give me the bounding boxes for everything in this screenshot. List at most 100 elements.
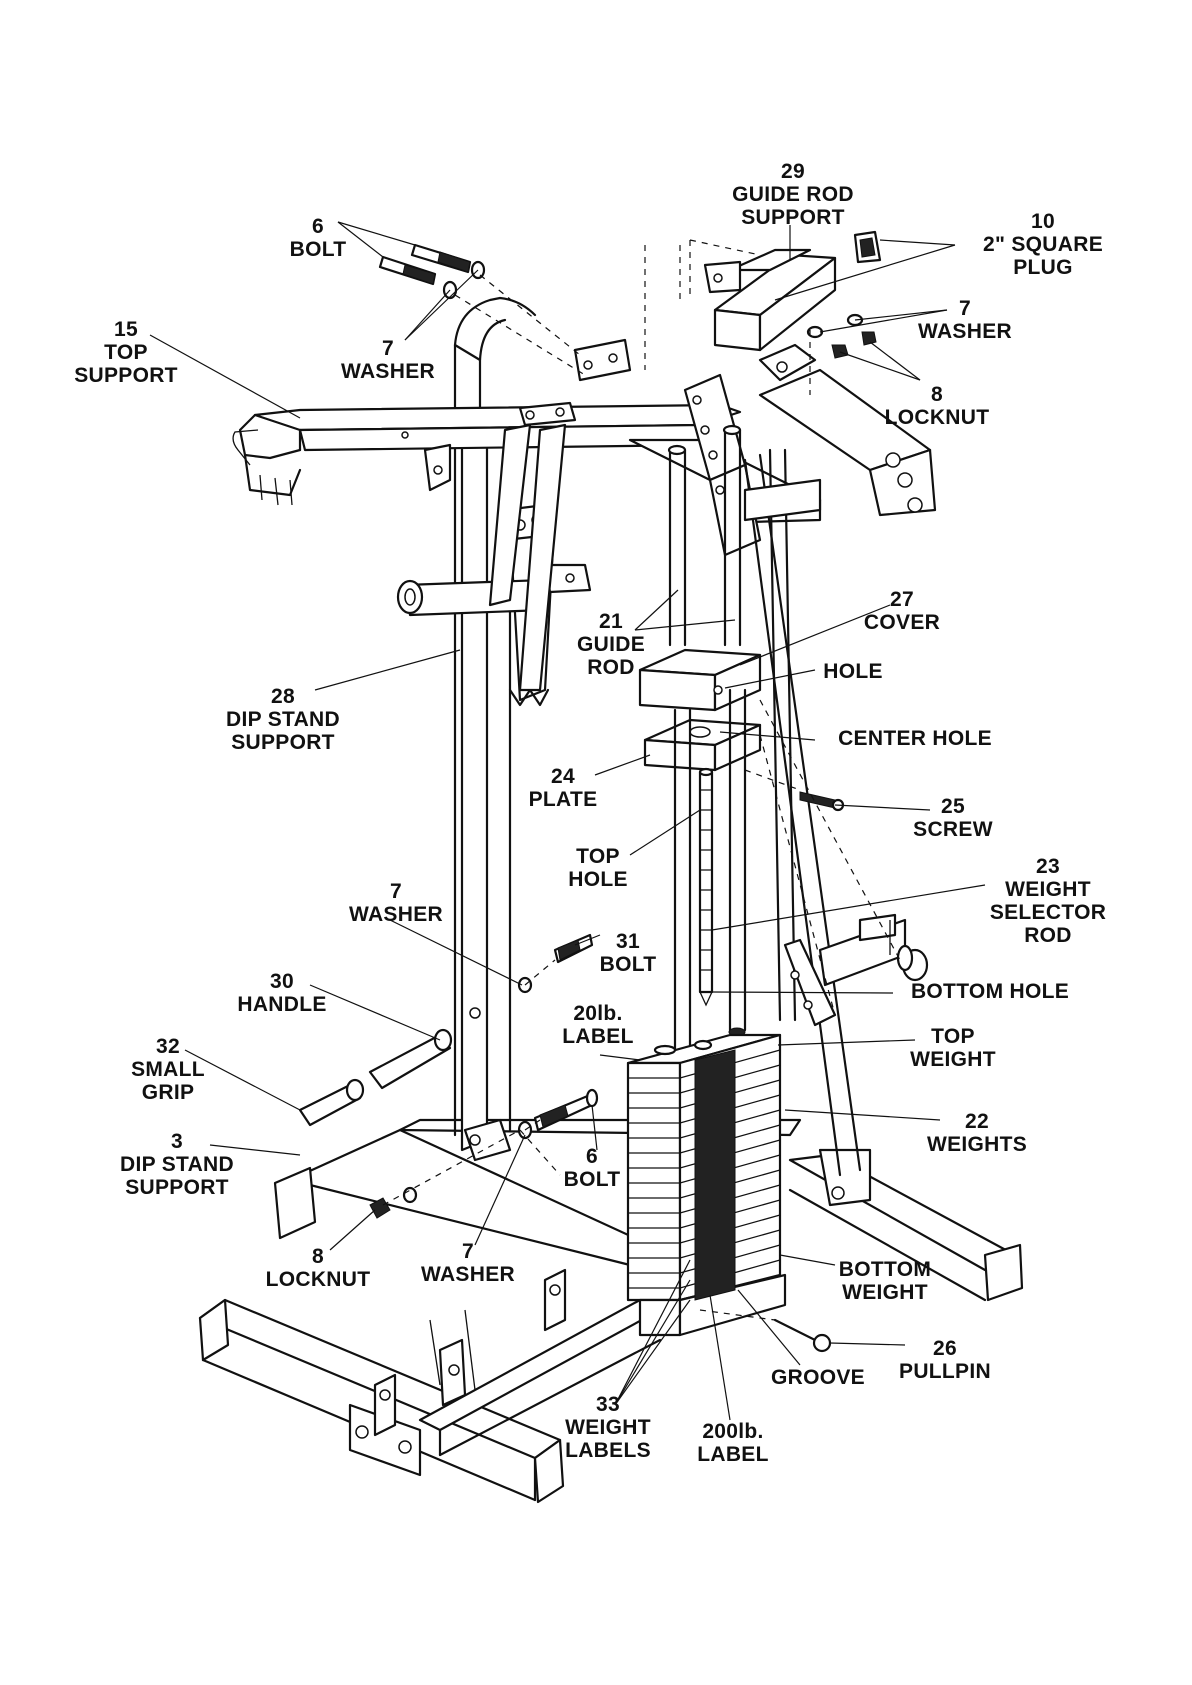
callout-number: 8 xyxy=(931,383,943,406)
right-side-bracket xyxy=(783,913,929,1027)
callout-text: LABEL xyxy=(697,1443,769,1466)
callout-bolt-mid: 31 BOLT xyxy=(600,930,657,976)
callout-text: DIP STAND xyxy=(226,708,340,731)
callout-number: 29 xyxy=(781,160,805,183)
callout-text: SELECTOR xyxy=(989,901,1107,924)
callout-number: 7 xyxy=(959,297,971,320)
callout-text: GROOVE xyxy=(771,1366,865,1389)
callout-handle: 30 HANDLE xyxy=(237,970,326,1016)
callout-weights: 22 WEIGHTS xyxy=(927,1110,1027,1156)
callout-number: 8 xyxy=(312,1245,324,1268)
callout-text: ROD xyxy=(1024,924,1072,947)
weight-stack-top xyxy=(638,648,845,1067)
callout-text: BOTTOM HOLE xyxy=(910,980,1070,1003)
callout-text: HANDLE xyxy=(237,993,327,1016)
callout-text: WEIGHT xyxy=(910,1048,996,1071)
callout-number: 22 xyxy=(965,1110,989,1133)
callout-washer-mid: 7 WASHER xyxy=(349,880,443,926)
callout-text: LABEL xyxy=(562,1025,634,1048)
callout-number: 25 xyxy=(941,795,965,818)
callout-number: 7 xyxy=(382,337,394,360)
callout-text: GRIP xyxy=(141,1081,195,1104)
callout-text: TOP xyxy=(931,1025,975,1048)
callout-number: 32 xyxy=(156,1035,180,1058)
callout-washer-lower: 7 WASHER xyxy=(421,1240,515,1286)
callout-text: SCREW xyxy=(913,818,993,841)
callout-washer-top-right: 7 WASHER xyxy=(918,297,1012,343)
callout-bottom-weight: BOTTOM WEIGHT xyxy=(839,1258,931,1304)
callout-number: 24 xyxy=(551,765,575,788)
callout-text: PLUG xyxy=(1013,256,1073,279)
callout-text: TOP xyxy=(576,845,620,868)
callout-dip-stand-support-lower: 3 DIP STAND SUPPORT xyxy=(120,1130,234,1199)
callout-plate: 24 PLATE xyxy=(529,765,598,811)
leader-lines xyxy=(149,221,986,1421)
callout-text: BOLT xyxy=(289,238,347,261)
callout-guide-rod-support: 29 GUIDE ROD SUPPORT xyxy=(732,160,854,229)
callout-guide-rod: 21 GUIDE ROD xyxy=(577,610,645,679)
callout-cover: 27 COVER xyxy=(864,588,940,634)
callout-text: WASHER xyxy=(918,320,1012,343)
callout-number: 7 xyxy=(390,880,402,903)
callout-number: 15 xyxy=(114,318,138,341)
callout-top-hole: TOP HOLE xyxy=(568,845,628,891)
callout-weight-selector-rod: 23 WEIGHT SELECTOR ROD xyxy=(990,855,1106,947)
callout-text: 200lb. xyxy=(702,1420,764,1443)
callout-number: 27 xyxy=(890,588,914,611)
callout-bottom-hole: BOTTOM HOLE xyxy=(911,980,1069,1003)
callout-text: WASHER xyxy=(421,1263,515,1286)
callout-pullpin: 26 PULLPIN xyxy=(899,1337,991,1383)
callout-square-plug: 10 2" SQUARE PLUG xyxy=(983,210,1103,279)
callout-text: WASHER xyxy=(341,360,435,383)
callout-text: COVER xyxy=(863,611,941,634)
callout-text: LABELS xyxy=(565,1439,651,1462)
guide-rod-support-part xyxy=(703,230,882,352)
top-support-beam xyxy=(232,401,742,692)
callout-text: PULLPIN xyxy=(899,1360,991,1383)
callout-text: 2" SQUARE xyxy=(982,233,1104,256)
callout-number: 31 xyxy=(616,930,640,953)
callout-text: SUPPORT xyxy=(74,364,178,387)
callout-number: 21 xyxy=(599,610,623,633)
callout-text: WEIGHT xyxy=(842,1281,928,1304)
callout-number: 26 xyxy=(933,1337,957,1360)
callout-hole: HOLE xyxy=(823,660,883,683)
callout-weight-labels: 33 WEIGHT LABELS xyxy=(565,1393,651,1462)
callout-center-hole: CENTER HOLE xyxy=(838,727,992,750)
callout-number: 7 xyxy=(462,1240,474,1263)
callout-text: LOCKNUT xyxy=(884,406,990,429)
callout-text: SUPPORT xyxy=(231,731,335,754)
callout-number: 10 xyxy=(1031,210,1055,233)
callout-text: ROD xyxy=(587,656,635,679)
callout-locknut-lower: 8 LOCKNUT xyxy=(266,1245,371,1291)
callout-number: 30 xyxy=(270,970,294,993)
callout-text: CENTER HOLE xyxy=(838,727,992,750)
callout-number: 3 xyxy=(171,1130,183,1153)
callout-text: SMALL xyxy=(131,1058,205,1081)
callout-number: 6 xyxy=(312,215,324,238)
callout-screw: 25 SCREW xyxy=(913,795,993,841)
callout-top-support: 15 TOP SUPPORT xyxy=(74,318,178,387)
callout-washer-top-left: 7 WASHER xyxy=(341,337,435,383)
weight-stack xyxy=(626,1033,832,1353)
center-frame xyxy=(628,343,937,1177)
alignment-lines xyxy=(382,239,901,1321)
callout-text: BOTTOM xyxy=(838,1258,932,1281)
callout-text: GUIDE ROD xyxy=(732,183,854,206)
callout-text: BOLT xyxy=(599,953,657,976)
callout-dip-stand-support-upper: 28 DIP STAND SUPPORT xyxy=(226,685,340,754)
callout-text: PLATE xyxy=(528,788,598,811)
callout-number: 6 xyxy=(586,1145,598,1168)
callout-text: GUIDE xyxy=(576,633,646,656)
callout-locknut-top: 8 LOCKNUT xyxy=(885,383,990,429)
callout-text: WEIGHT xyxy=(1005,878,1091,901)
callout-groove: GROOVE xyxy=(771,1366,865,1389)
callout-number: 33 xyxy=(596,1393,620,1416)
callout-bolt-lower: 6 BOLT xyxy=(564,1145,621,1191)
callout-number: 23 xyxy=(1036,855,1060,878)
callout-text: WEIGHTS xyxy=(926,1133,1028,1156)
callout-number: 28 xyxy=(271,685,295,708)
callout-text: SUPPORT xyxy=(125,1176,229,1199)
callout-text: HOLE xyxy=(568,868,628,891)
